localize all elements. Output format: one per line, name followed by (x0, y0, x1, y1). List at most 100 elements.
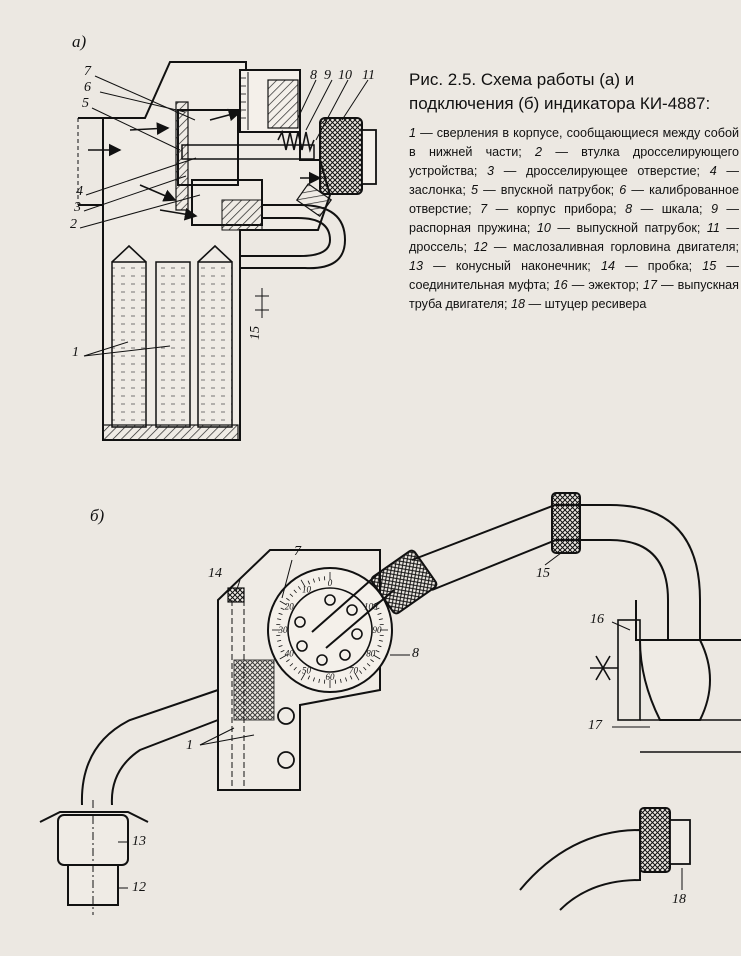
dial-scale-label: 80 (366, 649, 376, 659)
legend-item: 5 — впускной патрубок; (471, 183, 619, 197)
callout-a-15: 15 (248, 326, 263, 340)
legend-item: 11 — дроссель; (409, 221, 739, 254)
legend-item-number: 4 (709, 164, 717, 178)
dial-tick (370, 659, 374, 663)
legend-item-text: — впускной патрубок; (477, 183, 620, 197)
dial-tick (297, 586, 301, 590)
dial-tick (377, 645, 382, 648)
dial-tick (354, 673, 360, 681)
dial-scale-label: 60 (326, 672, 336, 682)
legend-item-number: 2 (535, 145, 543, 159)
legend-item: 12 — маслозаливная горловина двигателя; (473, 240, 739, 254)
callout-a-5: 5 (82, 96, 89, 111)
callout-b-18: 18 (672, 892, 686, 907)
dial-tick (363, 666, 367, 671)
dial-tick (318, 577, 320, 582)
caption-legend: 1 — сверления в корпусе, сообщающиеся ме… (409, 124, 739, 314)
dial-scale-label: 50 (302, 666, 312, 676)
legend-item-number: 6 (619, 183, 627, 197)
dial-tick (289, 663, 294, 667)
dial-tick (278, 612, 283, 615)
legend-item: 8 — шкала; (625, 202, 711, 216)
legend-item-text: — сверления в корпусе, сообщающиеся межд… (409, 126, 739, 159)
legend-item: 3 — дросселирующее отверстие; (487, 164, 710, 178)
legend-item: 13 — конусный наконечник; (409, 259, 601, 273)
legend-item: 10 — выпускной патрубок; (537, 221, 707, 235)
legend-item-text: — распорная пружина; (409, 202, 740, 235)
dial-tick (277, 618, 282, 620)
dial-tick (373, 654, 381, 660)
dial-tick (307, 580, 311, 585)
legend-item-number: 7 (480, 202, 488, 216)
legend-item-number: 15 (702, 259, 717, 273)
legend-item: 15 — соединительная муфта; (409, 259, 739, 292)
callout-b-1: 1 (186, 738, 193, 753)
dial-tick (345, 677, 348, 682)
callout-a-9: 9 (324, 68, 331, 83)
panel-b-label: б) (90, 506, 105, 525)
dial-scale-label: 100 (364, 602, 378, 612)
legend-item-text: — калиброванное отверстие; (409, 183, 739, 216)
callout-b-7: 7 (294, 544, 301, 559)
legend-item: 6 — калиброванное отверстие; (409, 183, 739, 216)
dial-tick (375, 649, 380, 653)
legend-item-text: — маслозаливная горловина двигателя; (487, 240, 739, 254)
legend-item-number: 5 (470, 183, 478, 197)
dial-tick (375, 607, 380, 611)
legend-item: 17 — выпускная труба двигателя; (409, 278, 739, 311)
dial-tick (340, 678, 342, 683)
legend-item-number: 18 (511, 297, 526, 311)
legend-item-text: — пробка; (614, 259, 703, 273)
legend-item: 9 — распорная пружина; (409, 202, 739, 235)
callout-a-10: 10 (338, 68, 352, 83)
legend-item-text: — выпускная труба двигателя; (409, 278, 739, 311)
dial-tick (349, 675, 353, 680)
legend-item: 4 — заслонка; (409, 164, 739, 197)
callout-a-1: 1 (72, 345, 79, 360)
section-view-a (77, 61, 377, 441)
callout-b-12: 12 (132, 880, 146, 895)
legend-item-text: — втулка дросселирующего устройства; (409, 145, 739, 178)
legend-item: 2 — втулка дросселирующего устройства; (409, 145, 739, 178)
legend-item-number: 3 (487, 164, 495, 178)
legend-item-number: 1 (409, 126, 417, 140)
legend-item-text: — выпускной патрубок; (550, 221, 707, 235)
dial-tick (312, 677, 315, 682)
dial-tick (293, 666, 297, 671)
callout-b-15: 15 (536, 566, 550, 581)
callout-b-8: 8 (412, 646, 419, 661)
callout-a-3: 3 (74, 200, 81, 215)
legend-item-number: 16 (553, 278, 568, 292)
dial-scale-label: 90 (373, 625, 383, 635)
dial-tick (300, 579, 306, 587)
legend-item: 16 — эжектор; (554, 278, 643, 292)
legend-item-text: — соединительная муфта; (409, 259, 740, 292)
dial-scale-label: 0 (328, 578, 333, 588)
legend-item: 1 — сверления в корпусе, сообщающиеся ме… (409, 126, 739, 159)
dial-tick (366, 663, 371, 667)
legend-item-number: 14 (600, 259, 615, 273)
dial-tick (300, 673, 306, 681)
dial-tick (278, 645, 283, 648)
legend-item-text: — дроссель; (409, 221, 740, 254)
dial-tick (318, 678, 320, 683)
dial-tick (280, 607, 285, 611)
callout-b-16: 16 (590, 612, 604, 627)
callout-b-14: 14 (208, 566, 222, 581)
legend-item-text: — шкала; (632, 202, 711, 216)
callout-a-8: 8 (310, 68, 317, 83)
dial-tick (359, 670, 363, 674)
callout-a-7: 7 (84, 64, 91, 79)
dial-tick (312, 578, 315, 583)
dial-scale-label: 40 (285, 649, 295, 659)
callout-a-4: 4 (76, 184, 83, 199)
legend-item: 14 — пробка; (601, 259, 702, 273)
dial-tick (286, 659, 290, 663)
legend-item-number: 11 (706, 221, 720, 235)
dial-tick (377, 612, 382, 615)
dial-tick (297, 670, 301, 674)
legend-item-text: — конусный наконечник; (423, 259, 601, 273)
legend-item: 7 — корпус прибора; (480, 202, 625, 216)
